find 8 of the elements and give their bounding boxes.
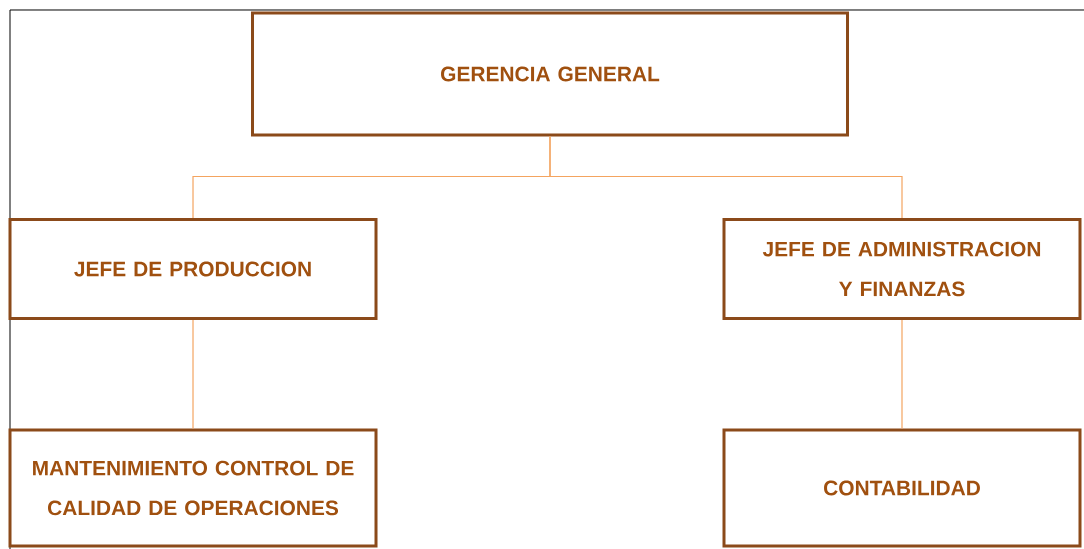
org-box: CONTABILIDAD — [722, 428, 1082, 548]
connector-line — [192, 319, 194, 430]
connector-line — [549, 135, 903, 219]
connector-line — [901, 319, 903, 430]
org-box: JEFE DE ADMINISTRACION Y FINANZAS — [722, 218, 1082, 320]
org-box: GERENCIA GENERAL — [251, 11, 849, 137]
org-box: JEFE DE PRODUCCION — [8, 218, 378, 320]
org-box: MANTENIMIENTO CONTROL DE CALIDAD DE OPERACIONES — [8, 428, 378, 548]
